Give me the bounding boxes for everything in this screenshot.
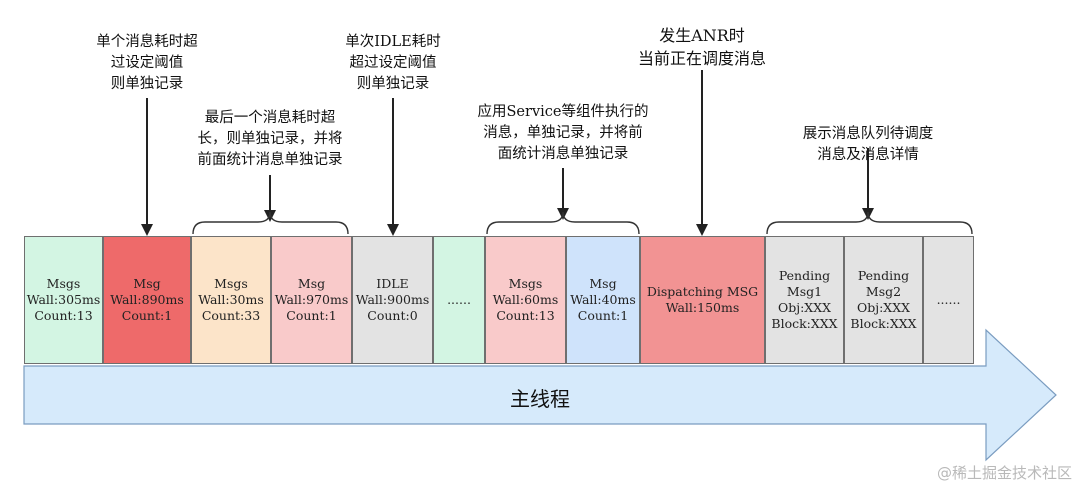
box-line: IDLE (376, 276, 409, 291)
pointer-arrow-idle (387, 98, 399, 236)
annotation-anr: 发生ANR时 当前正在调度消息 (637, 26, 766, 68)
box-line: Wall:30ms (198, 292, 264, 307)
box-line: Wall:305ms (26, 292, 101, 307)
box-line: Obj:XXX (856, 300, 911, 315)
box-line: Dispatching MSG (646, 284, 759, 299)
box-line: Obj:XXX (777, 300, 832, 315)
box-line: Count:33 (201, 308, 261, 323)
main-thread-arrow (23, 328, 1057, 462)
box-line: Wall:150ms (665, 300, 740, 315)
box-line: ...... (447, 292, 471, 307)
box-line: Wall:40ms (570, 292, 636, 307)
box-line: Block:XXX (771, 316, 838, 331)
box-line: Msg (297, 276, 326, 291)
box-line: ...... (936, 292, 961, 307)
annotation-service: 应用Service等组件执行的 消息，单独记录，并将前 面统计消息单独记录 (477, 104, 649, 162)
pointer-arrow-single-msg (141, 98, 153, 236)
box-line: Count:0 (367, 308, 418, 323)
annotation-single-msg: 单个消息耗时超 过设定阈值 则单独记录 (96, 34, 198, 92)
box-line: Msg1 (786, 284, 823, 299)
brace-service (486, 211, 640, 235)
box-line: Wall:900ms (355, 292, 430, 307)
main-thread-label: 主线程 (510, 387, 570, 411)
box-line: Pending (778, 268, 831, 283)
annotation-pending: 展示消息队列待调度 消息及消息详情 (802, 126, 934, 163)
box-line: Count:1 (577, 308, 629, 323)
box-line: Msg (133, 276, 161, 291)
box-line: Msgs (508, 276, 543, 291)
box-line: Wall:60ms (492, 292, 559, 307)
box-line: Msg2 (865, 284, 902, 299)
box-line: Msg (589, 276, 617, 291)
brace-last-msg (192, 211, 349, 235)
annotation-idle: 单次IDLE耗时 超过设定阈值 则单独记录 (345, 34, 441, 92)
box-line: Wall:970ms (274, 292, 349, 307)
box-line: Wall:890ms (110, 292, 184, 307)
box-line: Msgs (46, 276, 81, 291)
timeline-box-ellipsis-2: ...... (923, 236, 974, 364)
timeline-box-ellipsis-1: ...... (433, 236, 485, 364)
brace-pending (766, 211, 973, 235)
annotation-last-msg: 最后一个消息耗时超 长，则单独记录，并将 前面统计消息单独记录 (197, 110, 343, 168)
pointer-arrow-anr (696, 70, 708, 236)
box-line: Count:13 (34, 308, 93, 323)
box-line: Msgs (214, 276, 248, 291)
box-line: Block:XXX (850, 316, 917, 331)
box-line: Pending (857, 268, 910, 283)
box-line: Count:13 (496, 308, 555, 323)
box-line: Count:1 (121, 308, 173, 323)
box-line: Count:1 (286, 308, 337, 323)
watermark: @稀土掘金技术社区 (936, 464, 1072, 482)
